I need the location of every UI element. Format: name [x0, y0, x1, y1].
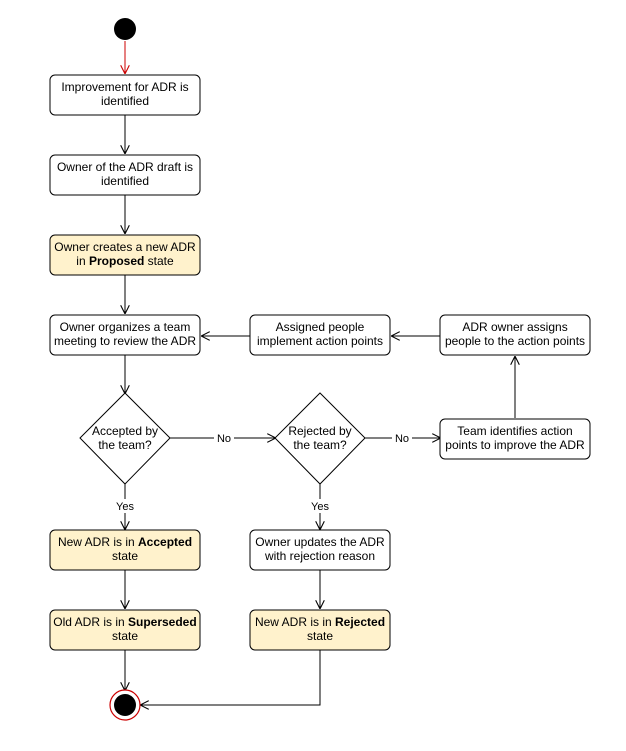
svg-text:the team?: the team? [293, 438, 347, 452]
node-organize-meeting: Owner organizes a team meeting to review… [49, 314, 201, 356]
svg-text:identified: identified [101, 174, 149, 188]
svg-text:state: state [112, 549, 138, 563]
node-assigned-people: Assigned people implement action points [249, 314, 391, 356]
node-owner-identified: Owner of the ADR draft is identified [49, 154, 201, 196]
end-node [109, 689, 141, 721]
svg-text:state: state [307, 629, 333, 643]
decision-rejected: Rejected by the team? [274, 392, 366, 485]
svg-text:Assigned people: Assigned people [276, 320, 365, 334]
node-new-adr-rejected: New ADR is in Rejected state [249, 609, 391, 651]
node-owner-assigns: ADR owner assigns people to the action p… [439, 314, 591, 356]
edge-label-accepted-no: No [214, 431, 234, 445]
svg-text:Owner organizes a team: Owner organizes a team [60, 320, 191, 334]
svg-text:Owner creates a new ADR: Owner creates a new ADR [54, 240, 196, 254]
edge-label-rejected-no: No [392, 431, 412, 445]
node-improvement-identified: Improvement for ADR is identified [49, 74, 201, 116]
node-new-adr-accepted: New ADR is in Accepted state [49, 529, 201, 571]
svg-text:points to improve the ADR: points to improve the ADR [445, 438, 585, 452]
svg-text:meeting to review the ADR: meeting to review the ADR [54, 334, 196, 348]
svg-text:Yes: Yes [116, 501, 134, 513]
node-team-identifies: Team identifies action points to improve… [439, 418, 591, 460]
svg-text:the team?: the team? [98, 438, 152, 452]
svg-text:with rejection reason: with rejection reason [264, 549, 375, 563]
svg-text:state: state [112, 629, 138, 643]
svg-text:in Proposed state: in Proposed state [76, 254, 174, 268]
edge-label-rejected-yes: Yes [308, 499, 332, 513]
decision-accepted: Accepted by the team? [79, 392, 171, 485]
svg-text:No: No [395, 433, 409, 445]
start-node [114, 18, 136, 40]
svg-text:Improvement for ADR is: Improvement for ADR is [61, 80, 188, 94]
edge-label-accepted-yes: Yes [113, 499, 137, 513]
edge-rejected-to-end [141, 650, 321, 705]
svg-text:identified: identified [101, 94, 149, 108]
svg-text:New ADR is in Rejected: New ADR is in Rejected [255, 615, 385, 629]
svg-text:Owner of the ADR draft is: Owner of the ADR draft is [57, 160, 193, 174]
edges [125, 41, 515, 705]
svg-text:ADR owner assigns: ADR owner assigns [462, 320, 567, 334]
svg-text:Team identifies action: Team identifies action [457, 424, 572, 438]
svg-text:implement action points: implement action points [257, 334, 383, 348]
svg-text:Accepted by: Accepted by [92, 424, 158, 438]
svg-text:Old ADR is in Superseded: Old ADR is in Superseded [53, 615, 196, 629]
node-owner-updates: Owner updates the ADR with rejection rea… [249, 529, 391, 571]
svg-text:Yes: Yes [311, 501, 329, 513]
svg-text:people to the action points: people to the action points [445, 334, 585, 348]
node-create-adr-proposed: Owner creates a new ADR in Proposed stat… [49, 234, 201, 276]
svg-text:Owner updates the ADR: Owner updates the ADR [255, 535, 385, 549]
svg-text:New ADR is in Accepted: New ADR is in Accepted [58, 535, 192, 549]
svg-text:Rejected by: Rejected by [288, 424, 351, 438]
svg-text:No: No [217, 433, 231, 445]
node-old-adr-superseded: Old ADR is in Superseded state [49, 609, 201, 651]
